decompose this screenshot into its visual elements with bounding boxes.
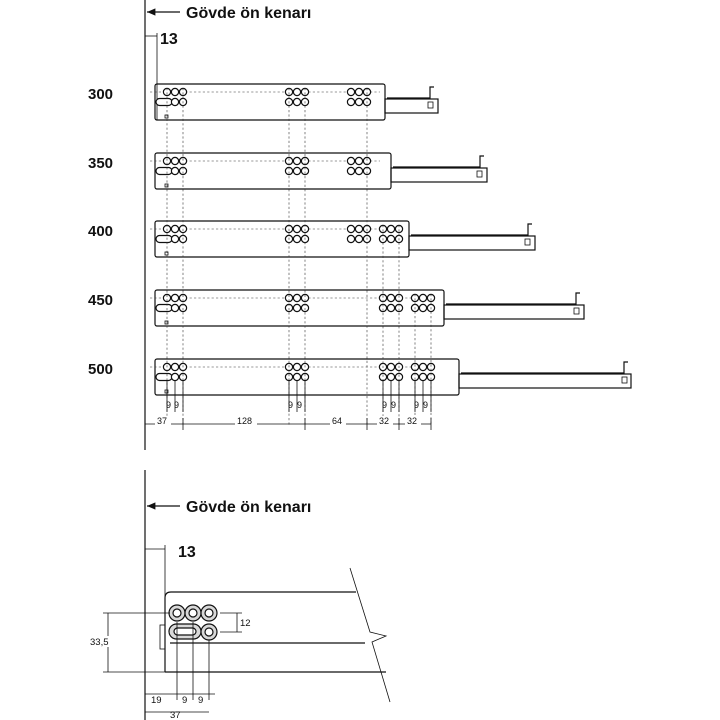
detail-dim-12-label: 12	[240, 618, 251, 629]
pitch-label: 9	[414, 400, 419, 410]
break-line	[349, 567, 391, 703]
slide-350	[150, 152, 488, 190]
drawer-side-outline	[164, 591, 356, 672]
dim-32-label: 32	[407, 416, 417, 426]
slide-400	[150, 220, 536, 258]
offset-label: 13	[160, 31, 178, 48]
size-label-400: 400	[88, 223, 113, 240]
front-edge-label: Gövde ön kenarı	[186, 5, 311, 22]
dim-37-label: 37	[157, 416, 167, 426]
pitch-label: 9	[382, 400, 387, 410]
pitch-label: 9	[174, 400, 179, 410]
size-label-350: 350	[88, 155, 113, 172]
dimension-chain: 37 128 64 32 32	[144, 416, 432, 430]
detail-dim-9b-label: 9	[198, 695, 203, 706]
hole-center-lines	[166, 88, 432, 425]
detail-front-edge-label: Gövde ön kenarı	[186, 499, 311, 516]
detail-offset-label: 13	[178, 544, 196, 561]
pitch-label: 9	[423, 400, 428, 410]
size-label-500: 500	[88, 361, 113, 378]
detail-dim-9a-label: 9	[182, 695, 187, 706]
slide-450	[150, 289, 585, 327]
pitch-label: 9	[297, 400, 302, 410]
pitch-label: 9	[166, 400, 171, 410]
pitch-dimensions: 9 9 9 9 9 9 9 9	[166, 380, 432, 412]
slide-500	[150, 358, 632, 396]
dim-128-label: 128	[237, 416, 252, 426]
slide-300	[150, 83, 439, 121]
dim-64-label: 64	[332, 416, 342, 426]
detail-dim-37-label: 37	[170, 710, 181, 720]
detail-dim-19-label: 19	[151, 695, 162, 706]
pitch-label: 9	[288, 400, 293, 410]
size-label-450: 450	[88, 292, 113, 309]
top-view: Gövde ön kenarı 13 300 350 400 450 500	[88, 0, 632, 450]
pitch-label: 9	[391, 400, 396, 410]
dim-32-label: 32	[379, 416, 389, 426]
detail-view: Gövde ön kenarı 13 12 33,5	[89, 470, 391, 720]
detail-dim-33-5-label: 33,5	[90, 637, 109, 648]
size-label-300: 300	[88, 86, 113, 103]
